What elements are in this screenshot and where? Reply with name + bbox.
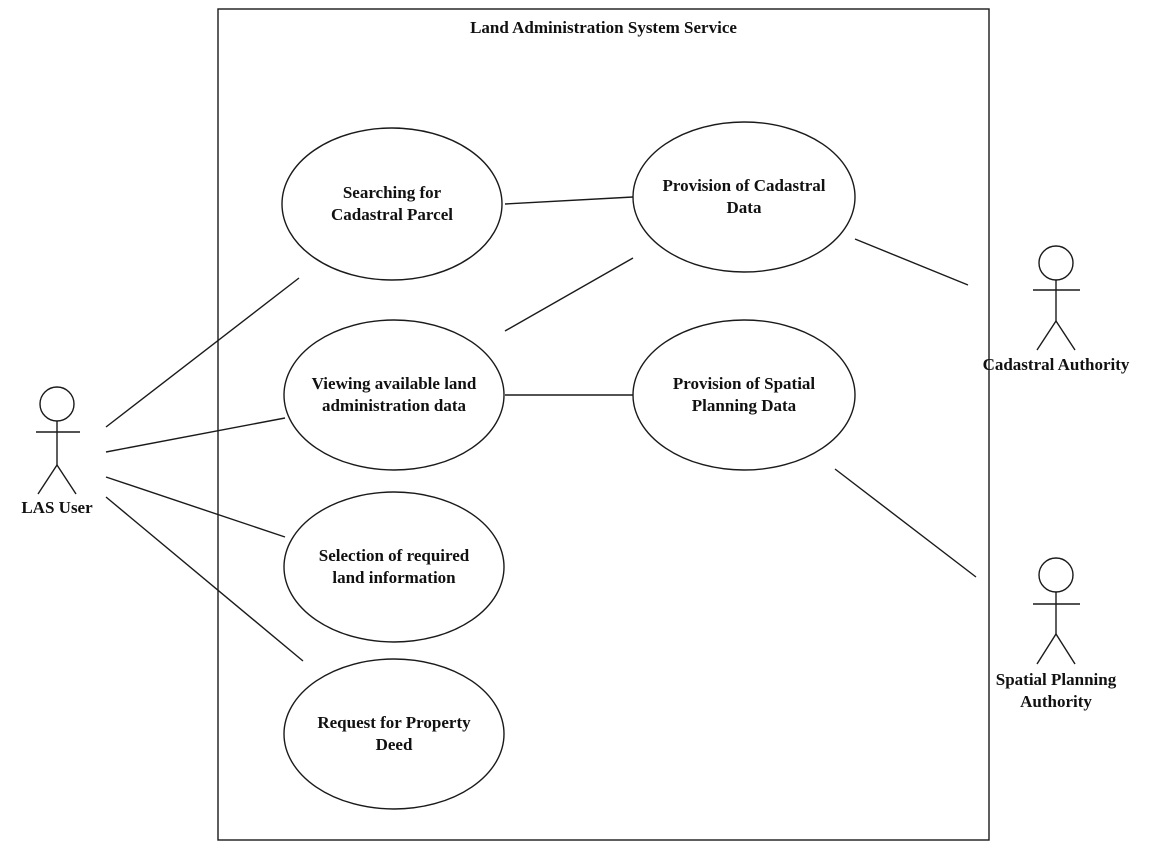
use-case-provision-spatial-line-1: Provision of Spatial <box>672 374 816 393</box>
association-user-viewing <box>105 417 286 453</box>
system-boundary <box>217 8 990 841</box>
use-case-provision-spatial[interactable]: Provision of Spatial Planning Data <box>633 351 855 439</box>
association-viewing-cadastral <box>504 257 634 332</box>
use-case-viewing-data-line-1: Viewing available land <box>311 374 477 393</box>
use-case-searching-parcel-line-1: Searching for <box>342 183 442 202</box>
association-cadastral-authority <box>854 238 969 286</box>
actor-las-user-label: LAS User <box>21 498 93 517</box>
association-user-deed <box>105 496 304 662</box>
use-case-request-deed-ellipse[interactable] <box>283 658 505 810</box>
use-case-provision-cadastral-line-2: Data <box>726 198 762 217</box>
association-user-searching <box>105 277 300 428</box>
use-case-searching-parcel-ellipse[interactable] <box>281 127 503 281</box>
system-title: Land Administration System Service <box>470 18 737 37</box>
use-case-selection-info-line-2: land information <box>332 568 456 587</box>
association-searching-cadastral <box>504 196 634 205</box>
use-case-selection-info-line-1: Selection of required <box>318 546 470 565</box>
use-case-selection-info[interactable]: Selection of required land information <box>284 523 504 611</box>
actor-spatial-planning-authority-label: Spatial Planning Authority <box>962 669 1150 713</box>
las-user-actor-icon[interactable] <box>36 386 80 495</box>
use-case-searching-parcel[interactable]: Searching for Cadastral Parcel <box>282 160 502 248</box>
use-case-viewing-data-line-2: administration data <box>321 396 467 415</box>
actor-cadastral-authority-label: Cadastral Authority <box>982 355 1130 374</box>
association-spatial-authority <box>834 468 977 578</box>
use-case-viewing-data[interactable]: Viewing available land administration da… <box>284 351 504 439</box>
use-case-provision-cadastral[interactable]: Provision of Cadastral Data <box>633 153 855 241</box>
actor-spatial-planning-authority-line-1: Spatial Planning <box>995 670 1117 689</box>
use-case-request-deed[interactable]: Request for Property Deed <box>284 690 504 778</box>
cadastral-authority-actor-icon[interactable] <box>1033 245 1080 351</box>
use-case-selection-info-ellipse[interactable] <box>283 491 505 643</box>
use-case-request-deed-line-2: Deed <box>375 735 413 754</box>
actor-spatial-planning-authority-line-2: Authority <box>1020 692 1092 711</box>
spatial-planning-authority-actor-icon[interactable] <box>1033 557 1080 665</box>
use-case-provision-spatial-line-2: Planning Data <box>691 396 797 415</box>
association-user-selection <box>105 476 286 538</box>
use-case-request-deed-line-1: Request for Property <box>317 713 471 732</box>
use-case-searching-parcel-line-2: Cadastral Parcel <box>331 205 453 224</box>
use-case-provision-cadastral-line-1: Provision of Cadastral <box>662 176 826 195</box>
use-case-viewing-data-ellipse[interactable] <box>283 319 505 471</box>
